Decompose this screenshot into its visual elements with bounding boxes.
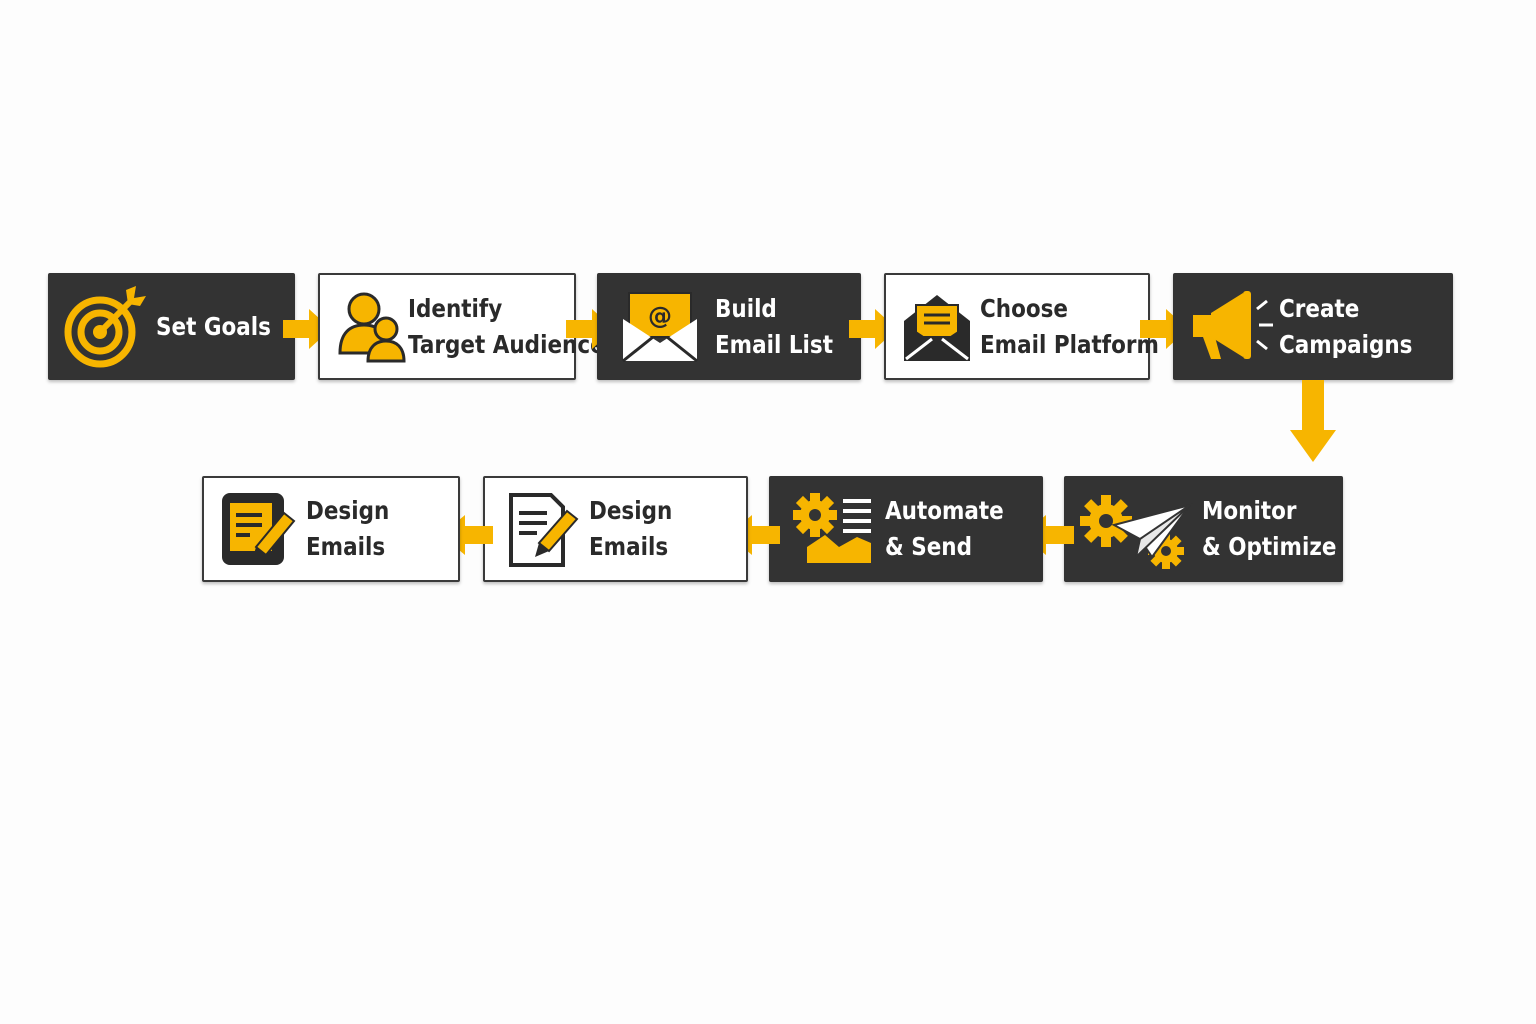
step-build-email-list: @ Build Email List — [597, 273, 861, 380]
step-set-goals: Set Goals — [48, 273, 295, 380]
step-label-line1: Automate — [885, 496, 1004, 525]
step-label-line1: Design — [589, 496, 673, 525]
step-identify-target-audience: Identify Target Audience — [318, 273, 605, 380]
step-label-line2: Email Platform — [980, 329, 1159, 359]
step-design-emails: Design Emails — [483, 476, 748, 582]
step-design-emails-final: Design Emails — [202, 476, 460, 582]
step-label-line1: Build — [715, 293, 777, 323]
step-label-line2: & Optimize — [1202, 532, 1337, 561]
users-icon — [338, 292, 406, 362]
step-label-line1: Create — [1279, 293, 1360, 323]
step-label-line2: Campaigns — [1279, 329, 1413, 359]
open-envelope-icon — [904, 294, 970, 361]
step-monitor-optimize: Monitor & Optimize — [1064, 476, 1343, 582]
step-label-line1: Choose — [980, 293, 1069, 323]
target-icon — [64, 285, 146, 367]
automation-gear-icon — [793, 493, 871, 563]
step-label-line1: Monitor — [1202, 496, 1297, 525]
step-label-line1: Set Goals — [156, 311, 271, 341]
step-label-line2: Email List — [715, 329, 833, 359]
step-automate-send: Automate & Send — [769, 476, 1043, 582]
svg-text:@: @ — [648, 302, 672, 330]
step-label-line1: Design — [306, 496, 390, 525]
step-create-campaigns: Create Campaigns — [1173, 273, 1453, 380]
document-pencil-icon — [509, 493, 579, 567]
step-label-line2: Emails — [589, 532, 669, 561]
step-label-line2: Emails — [306, 532, 386, 561]
step-choose-email-platform: Choose Email Platform — [884, 273, 1159, 380]
note-pencil-icon — [222, 493, 296, 565]
step-label-line1: Identify — [408, 293, 503, 323]
megaphone-icon — [1193, 290, 1273, 359]
step-label-line2: & Send — [885, 532, 973, 561]
flow-arrow-down — [1290, 380, 1336, 462]
gear-paper-plane-icon — [1080, 495, 1193, 569]
email-at-icon: @ — [622, 291, 698, 362]
